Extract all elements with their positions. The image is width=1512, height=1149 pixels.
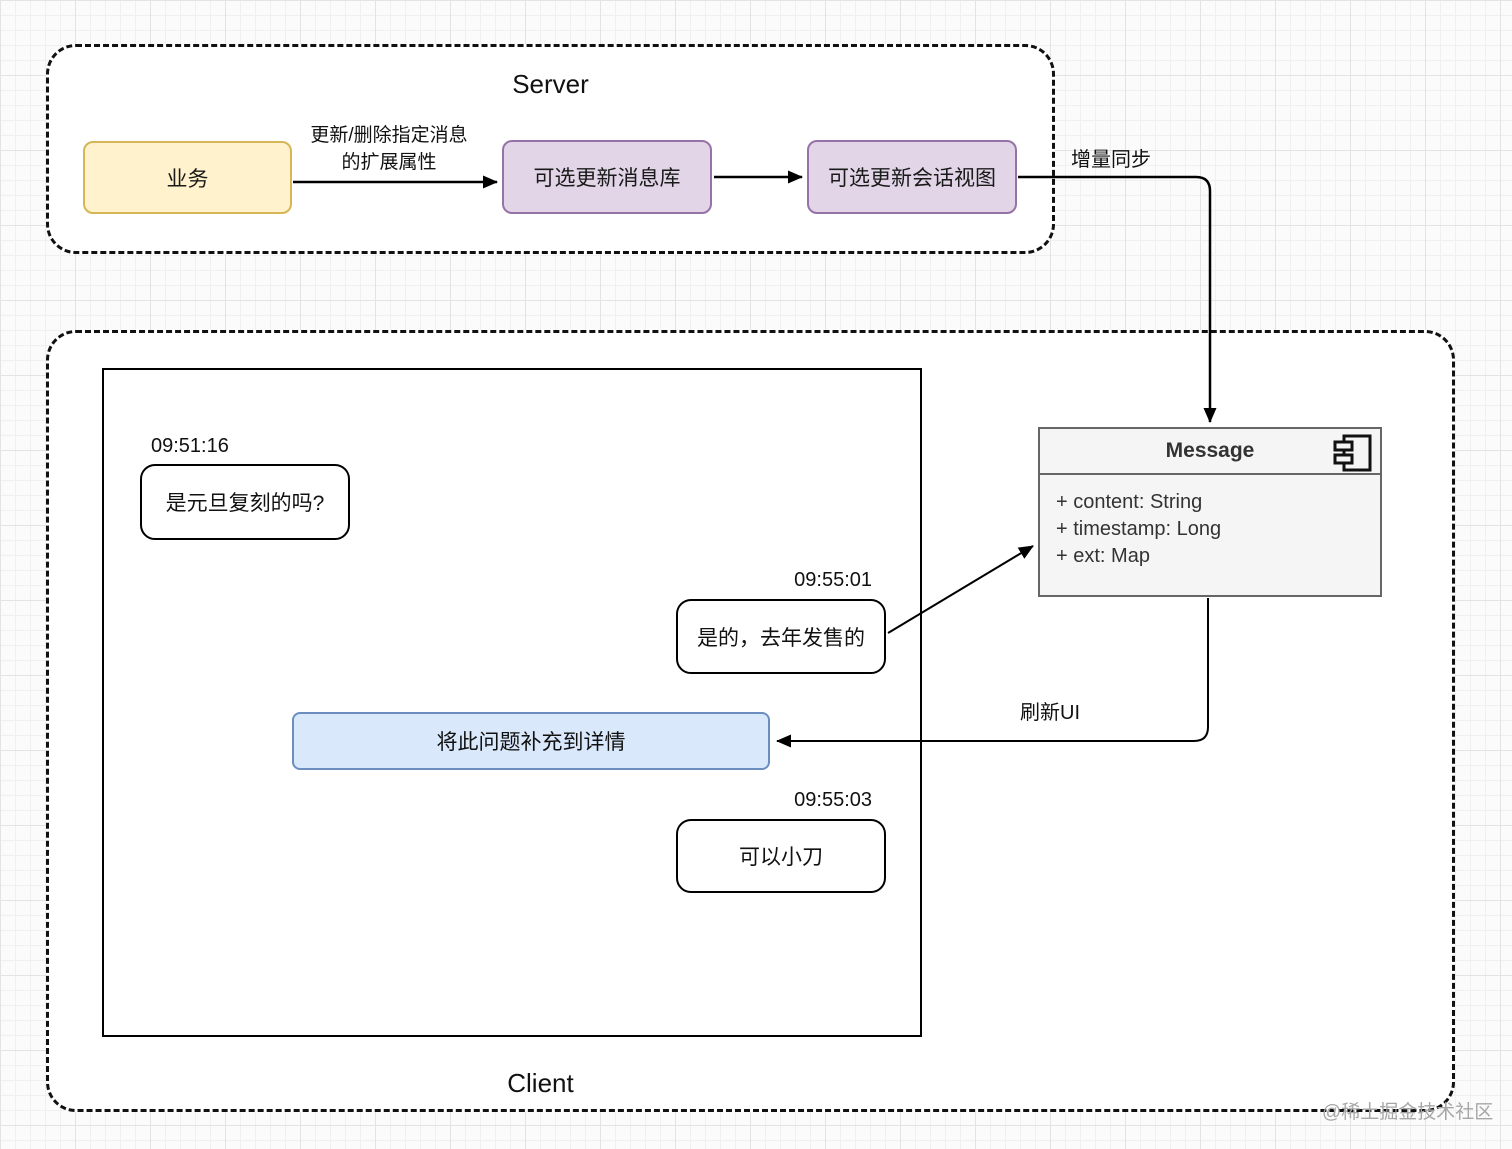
chat-timestamp: 09:55:01 xyxy=(794,569,872,591)
chat-bubble-incoming: 是元旦复刻的吗? xyxy=(140,464,350,540)
chat-bubble-text: 是元旦复刻的吗? xyxy=(165,492,325,515)
message-class-title: Message xyxy=(1165,439,1255,462)
uml-component-icon xyxy=(1333,434,1372,472)
message-class-header: Message xyxy=(1040,429,1380,475)
chat-timestamp: 09:55:03 xyxy=(794,789,872,811)
chat-bubble-outgoing: 可以小刀 xyxy=(676,819,886,893)
chat-bubble-text: 可以小刀 xyxy=(739,846,823,869)
node-business-label: 业务 xyxy=(166,167,209,191)
node-session-view: 可选更新会话视图 xyxy=(807,140,1017,214)
server-title: Server xyxy=(512,69,589,99)
message-field-ext: + ext: Map xyxy=(1056,545,1150,567)
edge-label-refresh-ui: 刷新UI xyxy=(1020,702,1080,724)
edge-label-update-ext: 更新/删除指定消息的扩展属性 xyxy=(310,125,468,173)
action-banner-text: 将此问题补充到详情 xyxy=(436,731,626,754)
chat-bubble-outgoing: 是的，去年发售的 xyxy=(676,599,886,674)
edge-label-incremental-sync: 增量同步 xyxy=(1071,149,1151,171)
message-field-timestamp: + timestamp: Long xyxy=(1056,518,1222,540)
node-message-store: 可选更新消息库 xyxy=(502,140,712,214)
node-session-view-label: 可选更新会话视图 xyxy=(828,167,996,190)
chat-bubble-text: 是的，去年发售的 xyxy=(697,626,865,650)
chat-timestamp: 09:51:16 xyxy=(151,435,229,457)
node-business: 业务 xyxy=(83,141,292,214)
watermark: @稀土掘金技术社区 xyxy=(1322,1102,1494,1123)
node-message-store-label: 可选更新消息库 xyxy=(533,167,681,190)
message-field-content: + content: String xyxy=(1056,491,1203,513)
message-class-box: Message + content: String + timestamp: L… xyxy=(1038,427,1382,597)
action-banner: 将此问题补充到详情 xyxy=(292,712,770,770)
client-title: Client xyxy=(507,1068,574,1098)
